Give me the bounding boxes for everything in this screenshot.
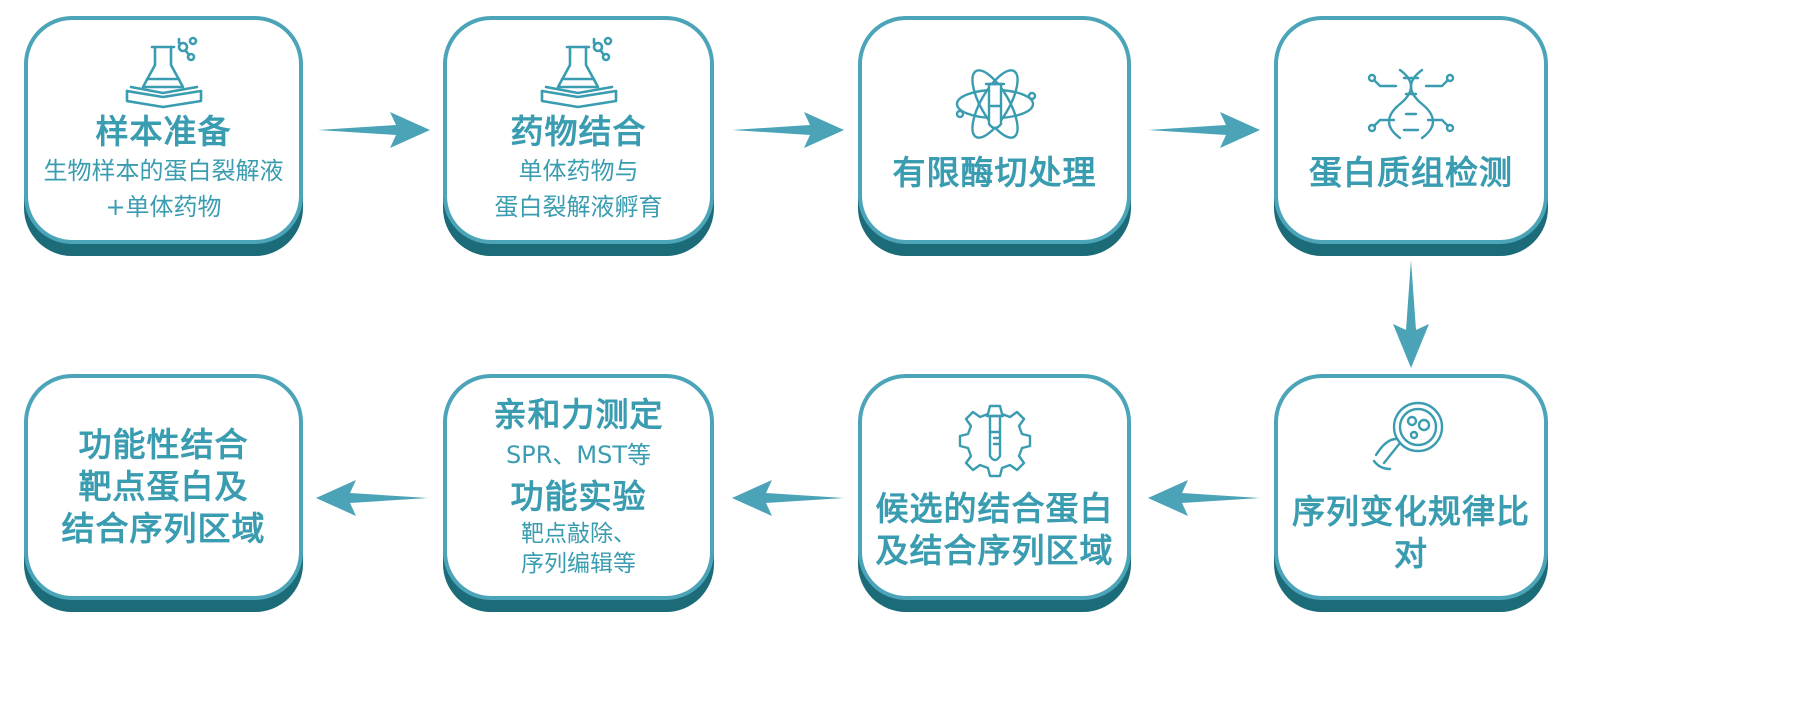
gear-testtube-icon bbox=[950, 402, 1040, 478]
petri-dish-icon bbox=[1366, 399, 1456, 475]
result-line3: 结合序列区域 bbox=[61, 509, 266, 548]
arrow-right-2 bbox=[732, 112, 844, 148]
step-proteomics-detection: 蛋白质组检测 bbox=[1274, 16, 1548, 256]
atom-testtube-icon bbox=[950, 66, 1040, 142]
step-title: 药物结合 bbox=[510, 112, 647, 151]
step-validation: 亲和力测定 SPR、MST等 功能实验 靶点敲除、 序列编辑等 bbox=[443, 374, 714, 612]
arrow-left-3 bbox=[316, 480, 428, 516]
arrow-left-1 bbox=[1148, 480, 1260, 516]
arrow-right-3 bbox=[1148, 112, 1260, 148]
step-title: 蛋白质组检测 bbox=[1309, 153, 1513, 192]
affinity-methods: SPR、MST等 bbox=[506, 441, 651, 469]
dna-circuit-icon bbox=[1366, 66, 1456, 142]
step-limited-digestion: 有限酶切处理 bbox=[858, 16, 1131, 256]
arrow-left-2 bbox=[732, 480, 844, 516]
step-title: 序列变化规律比对 bbox=[1292, 492, 1530, 573]
step-drug-binding: 药物结合 单体药物与 蛋白裂解液孵育 bbox=[443, 16, 714, 256]
result-line2: 靶点蛋白及 bbox=[78, 467, 249, 506]
step-desc-line1: 单体药物与 bbox=[518, 157, 639, 185]
flask-book-icon bbox=[119, 35, 209, 111]
flask-book-icon bbox=[534, 35, 624, 111]
function-methods-line2: 序列编辑等 bbox=[521, 551, 636, 577]
function-title: 功能实验 bbox=[510, 477, 647, 516]
step-title: 有限酶切处理 bbox=[892, 153, 1097, 192]
step-desc-line2: 蛋白裂解液孵育 bbox=[494, 193, 663, 221]
step-title-line1: 候选的结合蛋白 bbox=[875, 489, 1114, 528]
arrow-right-1 bbox=[318, 112, 430, 148]
step-desc-line1: 生物样本的蛋白裂解液 bbox=[43, 157, 284, 185]
function-methods-line1: 靶点敲除、 bbox=[521, 521, 636, 547]
step-desc-line2: +单体药物 bbox=[105, 193, 222, 221]
result-line1: 功能性结合 bbox=[78, 425, 249, 464]
step-candidate-proteins: 候选的结合蛋白 及结合序列区域 bbox=[858, 374, 1131, 612]
step-title: 样本准备 bbox=[95, 112, 232, 151]
step-sequence-comparison: 序列变化规律比对 bbox=[1274, 374, 1548, 612]
step-sample-prep: 样本准备 生物样本的蛋白裂解液 +单体药物 bbox=[24, 16, 303, 256]
arrow-down bbox=[1393, 260, 1429, 368]
step-title-line2: 及结合序列区域 bbox=[875, 531, 1114, 570]
affinity-title: 亲和力测定 bbox=[493, 395, 664, 434]
step-final-result: 功能性结合 靶点蛋白及 结合序列区域 bbox=[24, 374, 303, 612]
